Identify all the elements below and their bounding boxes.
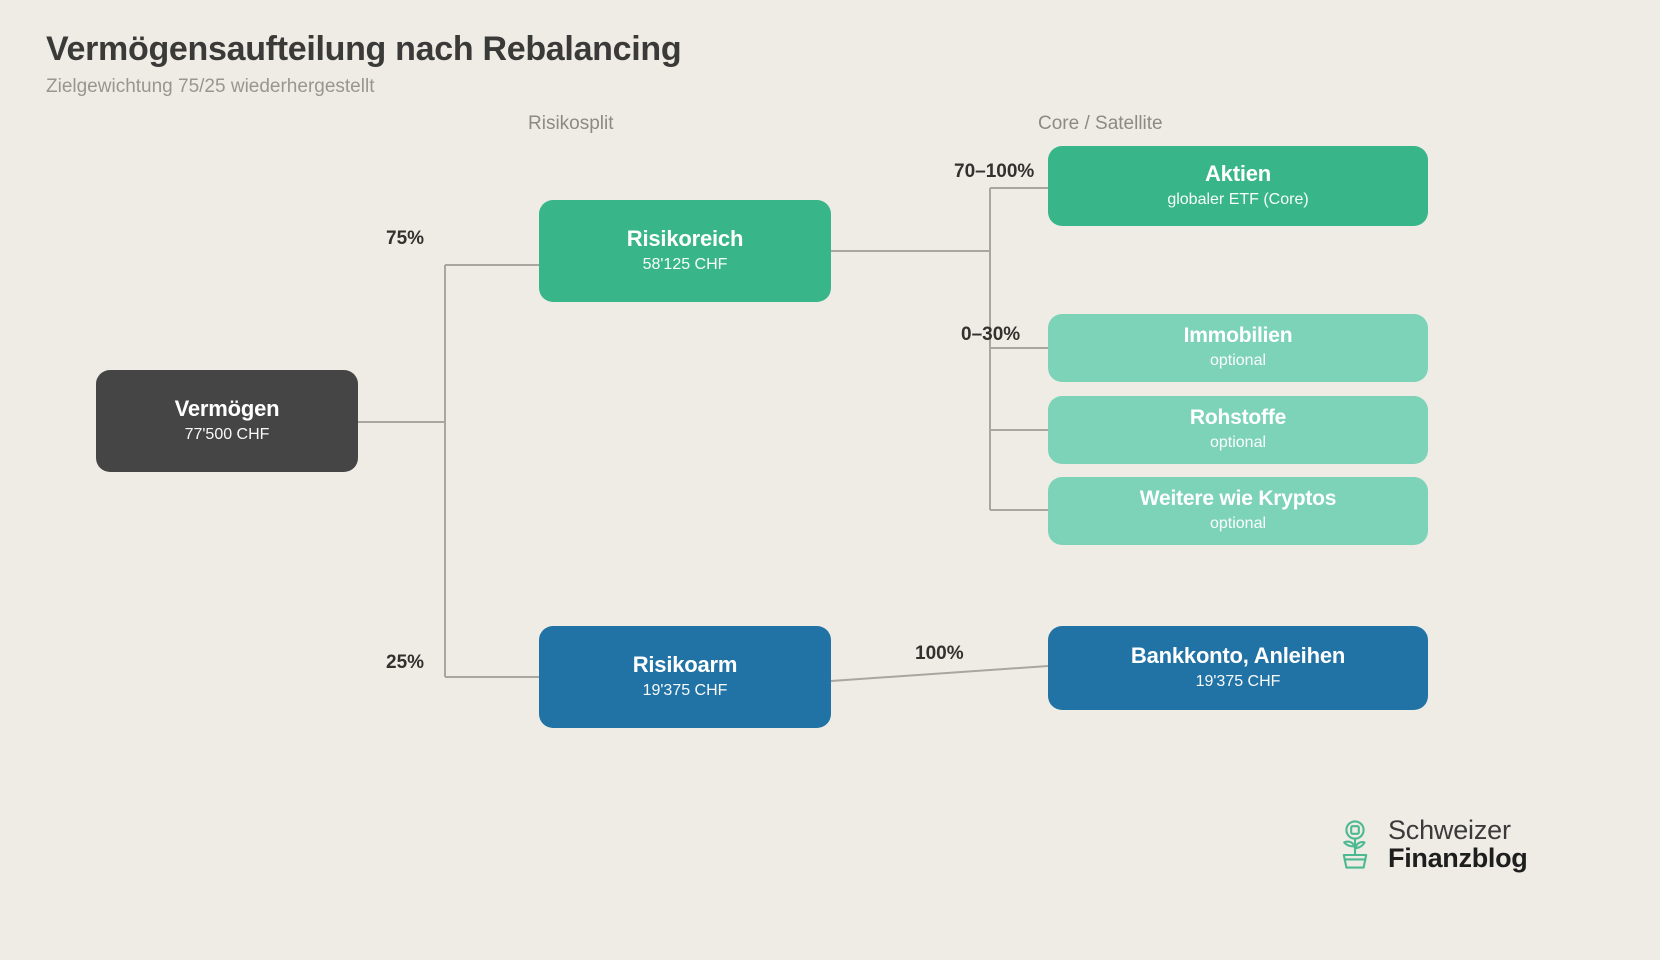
- node-rohstoffe[interactable]: Rohstoffe optional: [1048, 396, 1428, 464]
- plant-coin-icon: [1342, 819, 1368, 869]
- node-rohstoffe-label: Rohstoffe: [1189, 406, 1287, 430]
- node-risikoreich-label: Risikoreich: [626, 226, 744, 252]
- node-aktien-value: globaler ETF (Core): [1167, 190, 1309, 208]
- edge-label-root-to-risikoreich: 75%: [386, 228, 425, 249]
- node-vermoegen-label: Vermögen: [174, 396, 280, 422]
- column-header-risikosplit: Risikosplit: [528, 113, 614, 134]
- node-aktien[interactable]: Aktien globaler ETF (Core): [1048, 146, 1428, 226]
- column-header-core-satellite: Core / Satellite: [1038, 113, 1163, 134]
- node-risikoreich-value: 58'125 CHF: [642, 255, 728, 273]
- node-vermoegen-value: 77'500 CHF: [184, 425, 270, 443]
- brand-logo: Schweizer Finanzblog: [1332, 815, 1528, 873]
- node-risikoarm[interactable]: Risikoarm 19'375 CHF: [539, 626, 831, 728]
- node-weitere-kryptos-value: optional: [1209, 515, 1267, 533]
- edge-label-risikoarm-to-bankkonto: 100%: [915, 643, 964, 664]
- node-bankkonto-anleihen[interactable]: Bankkonto, Anleihen 19'375 CHF: [1048, 626, 1428, 710]
- node-aktien-label: Aktien: [1204, 161, 1272, 187]
- node-bankkonto-anleihen-label: Bankkonto, Anleihen: [1130, 643, 1346, 669]
- edge-label-risikoreich-to-aktien: 70–100%: [954, 161, 1035, 182]
- node-bankkonto-anleihen-value: 19'375 CHF: [1195, 672, 1281, 690]
- node-vermoegen[interactable]: Vermögen 77'500 CHF: [96, 370, 358, 472]
- edge-label-root-to-risikoarm: 25%: [386, 652, 425, 673]
- node-risikoreich[interactable]: Risikoreich 58'125 CHF: [539, 200, 831, 302]
- node-immobilien-label: Immobilien: [1183, 324, 1293, 348]
- page-title: Vermögensaufteilung nach Rebalancing: [46, 30, 682, 68]
- node-risikoarm-label: Risikoarm: [632, 652, 738, 678]
- node-weitere-kryptos[interactable]: Weitere wie Kryptos optional: [1048, 477, 1428, 545]
- node-rohstoffe-value: optional: [1209, 434, 1267, 452]
- node-risikoarm-value: 19'375 CHF: [642, 681, 728, 699]
- brand-logo-text: Schweizer Finanzblog: [1388, 815, 1528, 873]
- node-immobilien[interactable]: Immobilien optional: [1048, 314, 1428, 382]
- node-immobilien-value: optional: [1209, 352, 1267, 370]
- brand-logo-line1: Schweizer: [1388, 815, 1511, 845]
- brand-logo-line2: Finanzblog: [1388, 842, 1528, 873]
- page-subtitle: Zielgewichtung 75/25 wiederhergestellt: [46, 76, 375, 97]
- node-weitere-kryptos-label: Weitere wie Kryptos: [1139, 487, 1337, 511]
- edge-label-risikoreich-to-satellites: 0–30%: [961, 324, 1021, 345]
